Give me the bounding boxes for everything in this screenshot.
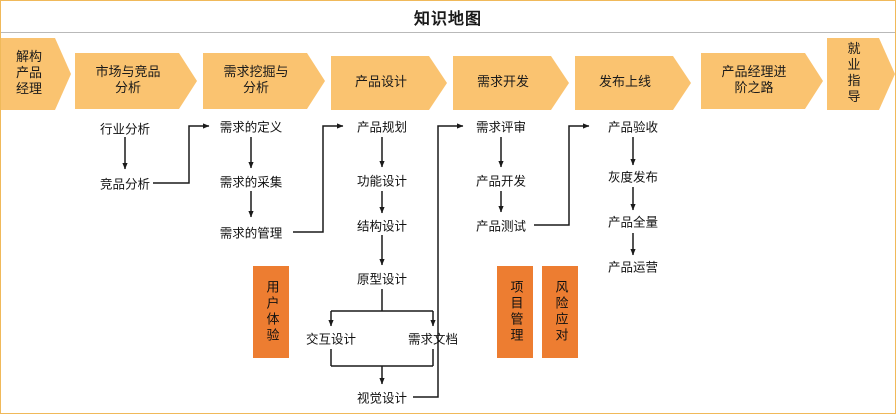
stage-arrow-shape-1[interactable] [75, 53, 197, 109]
node-function-design[interactable]: 功能设计 [356, 173, 408, 189]
stage-label-6: 产品经理进阶之路 [721, 64, 787, 96]
stage-label-box-5[interactable]: 发布上线 [575, 56, 675, 110]
stage-arrow-shape-5[interactable] [575, 56, 691, 110]
node-competitor-analysis[interactable]: 竞品分析 [99, 176, 151, 192]
stage-label-box-3[interactable]: 产品设计 [331, 56, 431, 110]
stage-arrow-shape-4[interactable] [453, 56, 569, 110]
node-requirement-collection[interactable]: 需求的采集 [219, 174, 283, 190]
title-bar: 知识地图 [1, 1, 895, 33]
stage-label-box-0[interactable]: 解构产品经理 [1, 38, 57, 110]
node-requirement-definition[interactable]: 需求的定义 [219, 119, 283, 135]
page-title: 知识地图 [413, 8, 482, 28]
node-requirement-document[interactable]: 需求文档 [407, 331, 459, 347]
stage-label-1: 市场与竞品分析 [95, 64, 161, 96]
tag-project-management[interactable]: 项目管理 [497, 266, 533, 358]
stage-label-box-6[interactable]: 产品经理进阶之路 [701, 53, 807, 109]
stage-label-2: 需求挖掘与分析 [223, 64, 289, 96]
tag-project-management-label: 项目管理 [507, 280, 523, 344]
node-visual-design[interactable]: 视觉设计 [356, 390, 408, 406]
stage-arrow-shape-6[interactable] [701, 53, 823, 109]
tag-risk-response[interactable]: 风险应对 [542, 266, 578, 358]
stage-label-box-4[interactable]: 需求开发 [453, 56, 553, 110]
node-product-testing[interactable]: 产品测试 [475, 218, 527, 234]
node-requirement-review[interactable]: 需求评审 [475, 119, 527, 135]
stage-arrow-shape-7[interactable] [827, 38, 895, 110]
stage-label-3: 产品设计 [354, 74, 407, 90]
stage-arrow-shape-0[interactable] [1, 38, 71, 110]
stage-label-box-7[interactable]: 就业指导 [827, 38, 881, 110]
stage-label-box-1[interactable]: 市场与竞品分析 [75, 53, 181, 109]
node-structure-design[interactable]: 结构设计 [356, 218, 408, 234]
node-product-operation[interactable]: 产品运营 [607, 259, 659, 275]
stage-arrow-shape-3[interactable] [331, 56, 447, 110]
node-prototype-design[interactable]: 原型设计 [356, 271, 408, 287]
node-product-acceptance[interactable]: 产品验收 [607, 119, 659, 135]
stage-label-4: 需求开发 [476, 74, 529, 90]
tag-user-experience[interactable]: 用户体验 [253, 266, 289, 358]
stage-label-box-2[interactable]: 需求挖掘与分析 [203, 53, 309, 109]
node-requirement-management[interactable]: 需求的管理 [219, 225, 283, 241]
node-gray-release[interactable]: 灰度发布 [607, 169, 659, 185]
stage-label-0: 解构产品经理 [15, 49, 42, 98]
tag-user-experience-label: 用户体验 [263, 280, 279, 344]
node-industry-analysis[interactable]: 行业分析 [99, 121, 151, 137]
stage-label-5: 发布上线 [598, 74, 651, 90]
node-product-development[interactable]: 产品开发 [475, 173, 527, 189]
stage-arrow-shape-2[interactable] [203, 53, 325, 109]
node-product-full-volume[interactable]: 产品全量 [607, 214, 659, 230]
node-product-planning[interactable]: 产品规划 [356, 119, 408, 135]
stage-label-7: 就业指导 [847, 41, 861, 106]
tag-risk-response-label: 风险应对 [552, 280, 568, 344]
node-interaction-design[interactable]: 交互设计 [305, 331, 357, 347]
